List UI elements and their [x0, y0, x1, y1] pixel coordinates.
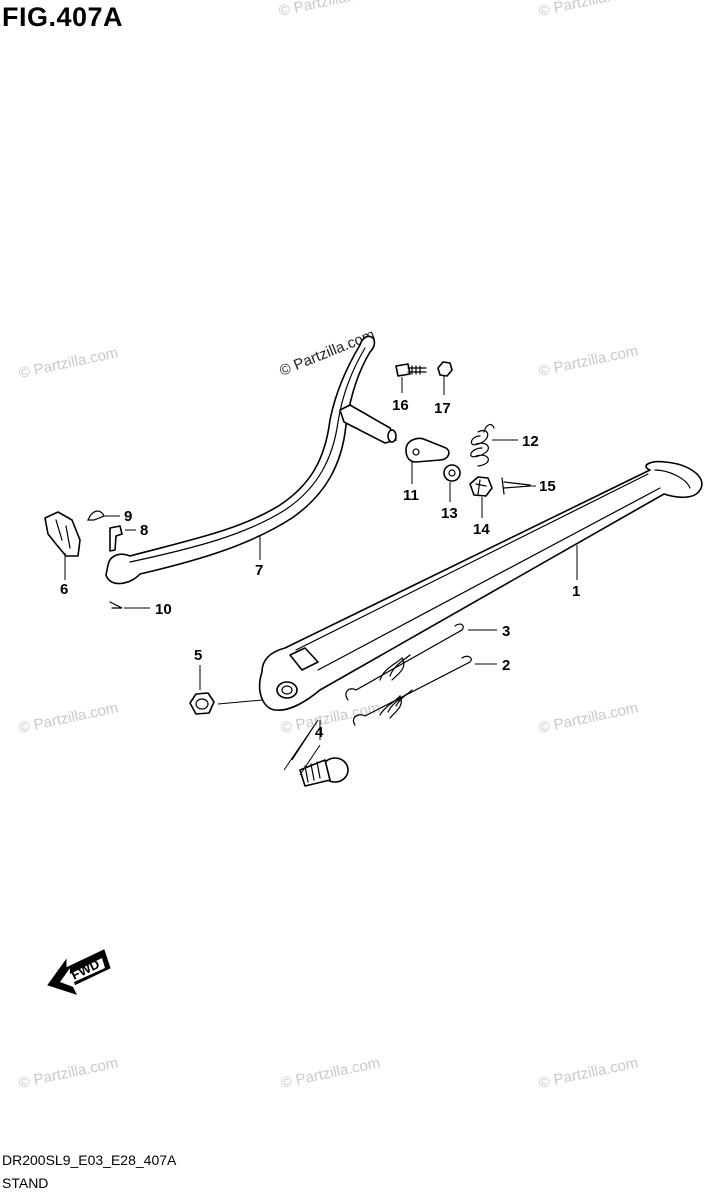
cotter-pin: [109, 601, 123, 609]
callout-7: 7: [255, 562, 263, 579]
spring-coil: [470, 423, 495, 467]
pin: [501, 477, 531, 495]
callout-2: 2: [502, 657, 510, 674]
callout-3: 3: [502, 623, 510, 640]
leader-lines: [64, 376, 578, 776]
watermark: © Partzilla.com: [537, 0, 639, 20]
callout-6: 6: [60, 581, 68, 598]
callout-15: 15: [539, 478, 556, 495]
diagram-caption: STAND: [2, 1175, 49, 1191]
fwd-arrow: FWD: [47, 949, 111, 995]
plate: [405, 437, 450, 463]
watermark: © Partzilla.com: [17, 1054, 119, 1092]
callout-8: 8: [140, 522, 148, 539]
nut-17: [437, 361, 453, 377]
stand-rod: [105, 335, 397, 585]
figure-title: FIG.407A: [2, 2, 124, 32]
callout-14: 14: [473, 521, 490, 538]
washer: [443, 464, 461, 482]
small-bolt: [109, 525, 123, 552]
callout-11: 11: [403, 487, 419, 504]
castle-nut: [469, 476, 493, 497]
callouts: 1 2 3 4 5 6 7 8 9 10 11 12 13 14 15 16 1…: [60, 397, 580, 741]
watermark: © Partzilla.com: [17, 699, 119, 737]
callout-9: 9: [124, 508, 132, 525]
clip: [87, 510, 105, 521]
pivot-bolt: [299, 757, 349, 787]
watermark: © Partzilla.com: [279, 1054, 381, 1092]
callout-16: 16: [392, 397, 409, 414]
callout-17: 17: [434, 400, 451, 417]
spring-short: [345, 623, 464, 701]
nut: [189, 692, 215, 715]
spring-long: [352, 655, 472, 726]
callout-4: 4: [315, 724, 324, 741]
watermark: © Partzilla.com: [537, 1054, 639, 1092]
callout-5: 5: [194, 647, 202, 664]
callout-13: 13: [441, 505, 458, 522]
watermark: © Partzilla.com: [17, 344, 119, 382]
callout-10: 10: [155, 601, 172, 618]
side-stand: [258, 460, 703, 711]
callout-1: 1: [572, 583, 580, 600]
bolt-16: [395, 363, 427, 377]
watermark: © Partzilla.com: [277, 0, 379, 20]
watermark: © Partzilla.com: [537, 342, 639, 380]
watermark: © Partzilla.com: [537, 699, 639, 737]
diagram-code: DR200SL9_E03_E28_407A: [2, 1152, 177, 1168]
bracket: [44, 511, 81, 557]
callout-12: 12: [522, 433, 539, 450]
